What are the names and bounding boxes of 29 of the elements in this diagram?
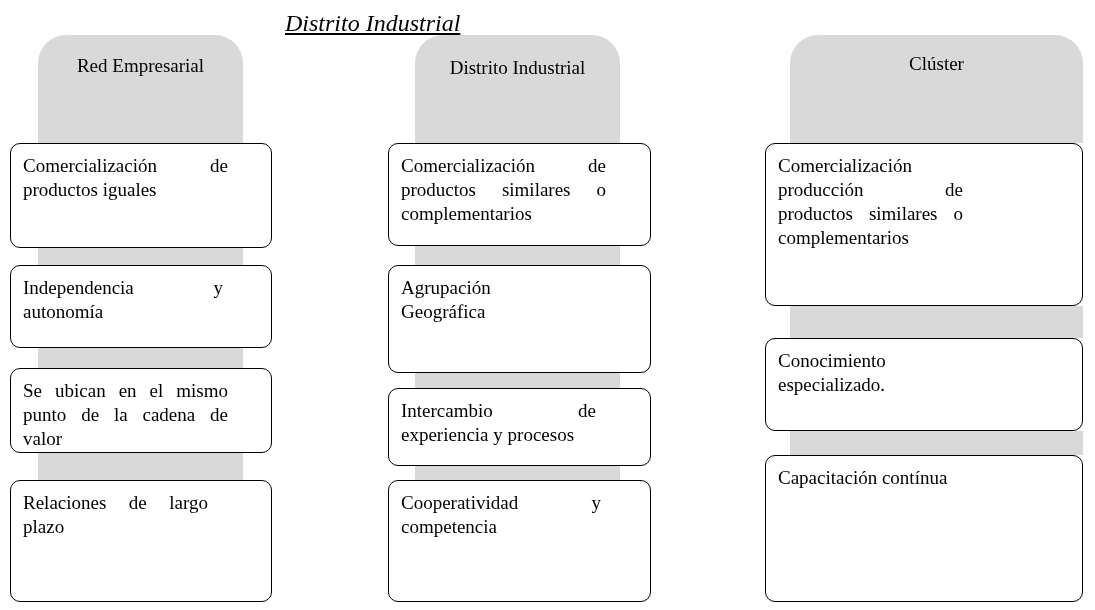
- column-heading: Distrito Industrial: [448, 57, 587, 79]
- column-panel: [790, 35, 1083, 143]
- feature-box: [765, 338, 1083, 431]
- feature-box: [10, 265, 272, 348]
- feature-text: Se ubican en el mismo punto de la cadena de valor: [23, 379, 228, 451]
- feature-box: [10, 480, 272, 602]
- feature-text: Intercambio de experiencia y procesos: [401, 399, 596, 447]
- feature-text: Comercialización de productos iguales: [23, 154, 228, 202]
- feature-box: [765, 455, 1083, 602]
- feature-box: [388, 480, 651, 602]
- feature-text: Cooperatividad y competencia: [401, 491, 601, 539]
- feature-box: [388, 388, 651, 466]
- feature-box: [388, 143, 651, 246]
- feature-text: Capacitación contínua: [778, 466, 949, 490]
- title: Distrito Industrial: [285, 10, 461, 37]
- feature-text: Conocimiento especializado.: [778, 349, 887, 397]
- feature-text: Independencia y autonomía: [23, 276, 223, 324]
- column-heading: Clúster: [908, 53, 965, 75]
- feature-box: [765, 143, 1083, 306]
- column-panel: [415, 35, 620, 143]
- feature-text: Agrupación Geográfica: [401, 276, 492, 324]
- feature-box: [10, 143, 272, 248]
- feature-text: Comercialización de productos similares o complementarios: [401, 154, 606, 226]
- feature-box: [388, 265, 651, 373]
- feature-text: Relaciones de largo plazo: [23, 491, 208, 539]
- column-heading: Red Empresarial: [75, 55, 206, 77]
- feature-text: Comercialización producción de productos similares o complementarios: [778, 154, 963, 250]
- column-panel: [38, 35, 243, 143]
- feature-box: [10, 368, 272, 453]
